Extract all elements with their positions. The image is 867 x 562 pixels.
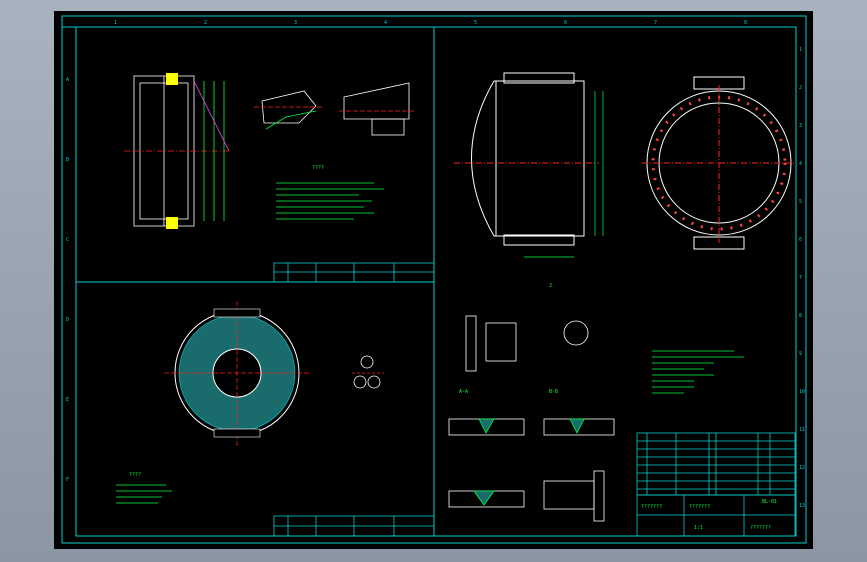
svg-text:11: 11 (799, 427, 805, 433)
title-strip-top-left (273, 262, 435, 283)
ring-notes: ???? (276, 165, 384, 220)
svg-text:6: 6 (799, 237, 802, 243)
tube-pitch-detail (352, 355, 384, 389)
svg-text:8: 8 (799, 313, 802, 319)
weld-detail-1 (254, 90, 322, 130)
drawing-number: BL-01 (762, 499, 777, 505)
zone-label: 6 (564, 20, 567, 26)
tech-notes-right (652, 350, 744, 394)
zone-label: 4 (384, 20, 387, 26)
parts-list-table (636, 432, 796, 496)
svg-text:5: 5 (799, 199, 802, 205)
vessel-side-view (454, 72, 604, 258)
svg-text:13: 13 (799, 503, 805, 509)
zone-label: B (66, 157, 69, 163)
svg-text:9: 9 (799, 351, 802, 357)
tube-sheet-view (164, 301, 310, 446)
right-zone-labels: 1 2 3 4 5 6 7 8 9 10 11 12 13 (799, 47, 805, 509)
weld-sections-right: A-A B-B (448, 389, 615, 522)
svg-text:7: 7 (799, 275, 802, 281)
cad-drawing-canvas[interactable]: 1 2 3 4 5 6 7 8 A B C D E F 1 2 3 4 5 6 … (54, 11, 813, 549)
svg-text:B-B: B-B (549, 389, 558, 395)
title-block: ??????? ??????? BL-01 ??????? 1:1 (636, 494, 796, 537)
zone-label: 8 (744, 20, 747, 26)
ring-side-section (124, 73, 230, 229)
svg-text:10: 10 (799, 389, 805, 395)
scale-label: 1:1 (694, 525, 703, 531)
small-details: J (465, 283, 589, 372)
zone-label: C (66, 237, 69, 243)
zone-label: 2 (204, 20, 207, 26)
svg-text:????: ???? (129, 472, 141, 478)
svg-text:2: 2 (799, 85, 802, 91)
svg-text:1: 1 (799, 47, 802, 53)
title-name-right: ??????? (750, 525, 771, 531)
cad-drawing-viewport[interactable]: 1 2 3 4 5 6 7 8 A B C D E F 1 2 3 4 5 6 … (54, 11, 813, 549)
title-name-mid: ??????? (689, 504, 710, 510)
svg-text:A-A: A-A (459, 389, 468, 395)
zone-label: A (66, 77, 69, 83)
svg-text:12: 12 (799, 465, 805, 471)
zone-label: D (66, 317, 69, 323)
weld-detail-2 (339, 82, 416, 136)
zone-label: 7 (654, 20, 657, 26)
title-name-left: ??????? (641, 504, 662, 510)
left-zone-labels: A B C D E F (66, 77, 69, 483)
tube-notes: ???? (116, 472, 172, 504)
svg-text:3: 3 (799, 123, 802, 129)
zone-label: E (66, 397, 69, 403)
svg-text:????: ???? (312, 165, 324, 171)
vessel-end-view (642, 76, 796, 250)
zone-label: 5 (474, 20, 477, 26)
svg-text:4: 4 (799, 161, 802, 167)
top-zone-labels: 1 2 3 4 5 6 7 8 (114, 20, 747, 26)
svg-text:J: J (549, 283, 552, 289)
title-strip-bottom-left (273, 515, 435, 537)
zone-label: F (66, 477, 69, 483)
zone-label: 3 (294, 20, 297, 26)
zone-label: 1 (114, 20, 117, 26)
